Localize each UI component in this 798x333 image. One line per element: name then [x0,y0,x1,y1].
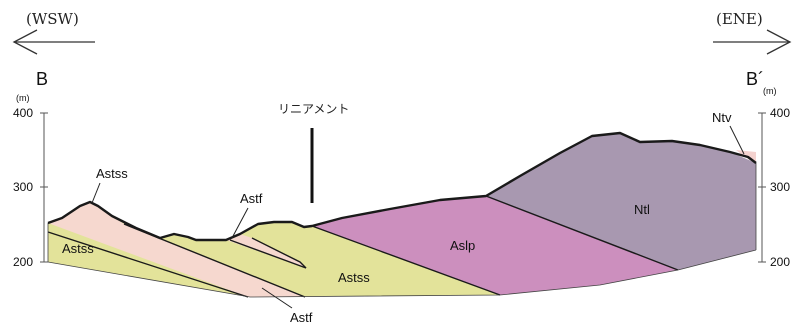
axis-unit-left: (m) [16,93,30,103]
ene-arrow [713,30,790,54]
direction-label-left: (WSW) [26,10,79,28]
axis-unit-right: (m) [763,86,777,96]
label-astss-top: Astss [96,166,128,181]
tick-300-right: 300 [770,180,790,194]
wsw-arrow [14,30,95,54]
label-astss-right: Astss [338,270,370,285]
label-ntl: Ntl [634,202,650,217]
label-astf-top: Astf [240,191,263,206]
tick-300-left: 300 [13,180,33,194]
label-astf-bottom: Astf [290,310,313,325]
label-astss-left: Astss [62,241,94,256]
section-end-label-left: B [36,69,48,89]
tick-200-left: 200 [13,255,33,269]
tick-400-right: 400 [770,106,790,120]
tick-200-right: 200 [770,255,790,269]
label-aslp: Aslp [450,238,475,253]
elevation-axis-right: (m) 400 300 200 [758,86,790,269]
lineament-label: リニアメント [278,102,349,116]
leader-astss-top [92,183,100,203]
section-end-label-right: B´ [746,69,764,89]
label-ntv: Ntv [712,110,732,125]
elevation-axis-left: (m) 400 300 200 [13,93,48,269]
tick-400-left: 400 [13,106,33,120]
leader-ntv [730,126,744,154]
direction-label-right: (ENE) [716,10,763,28]
